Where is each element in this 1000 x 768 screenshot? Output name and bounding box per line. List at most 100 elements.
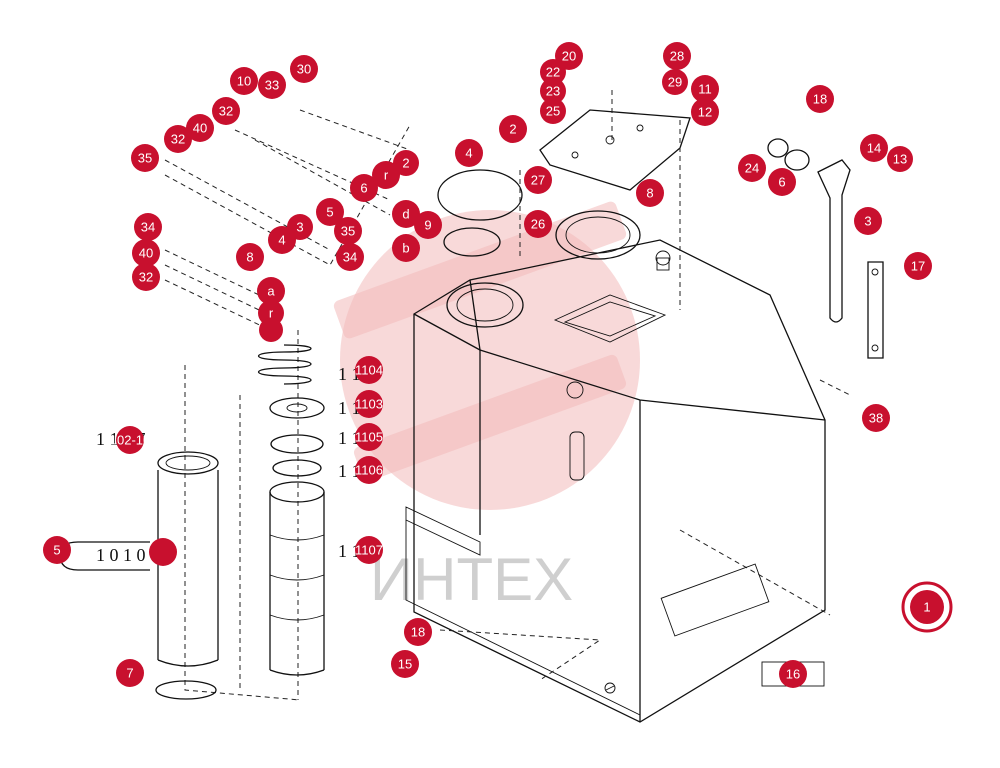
callout-30[interactable]: 30 bbox=[290, 55, 318, 83]
svg-text:34: 34 bbox=[141, 220, 155, 235]
callout-23[interactable]: 23 bbox=[540, 78, 566, 104]
svg-text:8: 8 bbox=[646, 186, 653, 201]
callout-32-top[interactable]: 32 bbox=[212, 97, 240, 125]
callout-29[interactable]: 29 bbox=[662, 69, 688, 95]
callout-2-left[interactable]: 2 bbox=[393, 150, 419, 176]
svg-text:10: 10 bbox=[237, 74, 251, 89]
callout-16[interactable]: 16 bbox=[779, 660, 807, 688]
callout-13[interactable]: 13 bbox=[887, 146, 913, 172]
svg-text:1: 1 bbox=[923, 600, 930, 615]
callout-6-right[interactable]: 6 bbox=[768, 168, 796, 196]
callout-r-top[interactable]: r bbox=[372, 161, 400, 189]
callout-11[interactable]: 11 bbox=[691, 75, 719, 103]
svg-text:102-10: 102-10 bbox=[110, 433, 150, 448]
callout-9[interactable]: 9 bbox=[414, 211, 442, 239]
svg-text:4: 4 bbox=[465, 146, 472, 161]
callout-1102[interactable]: 1103 bbox=[355, 390, 383, 418]
callout-r-low[interactable]: r bbox=[258, 300, 284, 326]
callout-24[interactable]: 24 bbox=[738, 154, 766, 182]
svg-text:22: 22 bbox=[546, 65, 560, 80]
callout-35[interactable]: 35 bbox=[131, 144, 159, 172]
callout-34-a[interactable]: 34 bbox=[134, 213, 162, 241]
svg-text:16: 16 bbox=[786, 667, 800, 682]
callout-27[interactable]: 27 bbox=[524, 166, 552, 194]
svg-text:6: 6 bbox=[360, 181, 367, 196]
callout-8-plate[interactable]: 8 bbox=[636, 179, 664, 207]
callout-1107[interactable]: 102-10 bbox=[110, 426, 150, 454]
svg-text:20: 20 bbox=[562, 49, 576, 64]
callout-1103[interactable]: 1104 bbox=[355, 356, 383, 384]
callout-b[interactable]: b bbox=[392, 234, 420, 262]
callout-32-mid[interactable]: 32 bbox=[164, 125, 192, 153]
svg-text:40: 40 bbox=[193, 121, 207, 136]
svg-text:32: 32 bbox=[219, 104, 233, 119]
cover-gasket-4 bbox=[437, 169, 523, 221]
callout-33[interactable]: 33 bbox=[258, 71, 286, 99]
svg-text:6: 6 bbox=[778, 175, 785, 190]
callout-partial bbox=[259, 318, 283, 342]
callout-28[interactable]: 28 bbox=[663, 42, 691, 70]
callout-15[interactable]: 15 bbox=[391, 650, 419, 678]
svg-text:9: 9 bbox=[424, 218, 431, 233]
callout-31[interactable]: 35 bbox=[334, 217, 362, 245]
callout-1-main[interactable]: 1 bbox=[901, 581, 953, 633]
callout-12[interactable]: 12 bbox=[691, 98, 719, 126]
callout-1106[interactable]: 1107 bbox=[355, 536, 383, 564]
callout-22[interactable]: 22 bbox=[540, 59, 566, 85]
svg-text:2: 2 bbox=[509, 122, 516, 137]
filter-assembly bbox=[258, 344, 325, 676]
callout-3-right[interactable]: 3 bbox=[854, 207, 882, 235]
svg-text:28: 28 bbox=[670, 49, 684, 64]
svg-text:1106: 1106 bbox=[355, 463, 383, 478]
callout-10[interactable]: 10 bbox=[230, 67, 258, 95]
svg-text:17: 17 bbox=[911, 259, 925, 274]
svg-text:2: 2 bbox=[402, 156, 409, 171]
callout-2-plate[interactable]: 2 bbox=[499, 115, 527, 143]
svg-text:11: 11 bbox=[698, 82, 712, 97]
svg-text:33: 33 bbox=[265, 78, 279, 93]
suction-pipe bbox=[767, 138, 851, 323]
callout-4-cover[interactable]: 4 bbox=[455, 139, 483, 167]
callout-1105[interactable]: 1106 bbox=[355, 456, 383, 484]
level-gauge bbox=[867, 261, 884, 359]
callout-102-10[interactable] bbox=[149, 538, 177, 566]
svg-text:40: 40 bbox=[139, 246, 153, 261]
svg-text:23: 23 bbox=[546, 84, 560, 99]
callout-6-left[interactable]: 6 bbox=[350, 174, 378, 202]
callout-26[interactable]: 26 bbox=[524, 210, 552, 238]
callout-1104[interactable]: 1105 bbox=[355, 423, 383, 451]
callout-5-strainer[interactable]: 5 bbox=[43, 536, 71, 564]
svg-text:r: r bbox=[384, 168, 389, 183]
callout-25[interactable]: 25 bbox=[540, 98, 566, 124]
flange-plate bbox=[660, 563, 770, 637]
svg-text:1104: 1104 bbox=[355, 363, 383, 378]
callout-17[interactable]: 17 bbox=[904, 252, 932, 280]
svg-text:1107: 1107 bbox=[355, 543, 383, 558]
callout-18[interactable]: 18 bbox=[404, 618, 432, 646]
top-cover-plate bbox=[539, 109, 691, 191]
callout-32-b[interactable]: 32 bbox=[132, 263, 160, 291]
svg-text:4: 4 bbox=[278, 233, 285, 248]
callout-34-right[interactable]: 34 bbox=[336, 243, 364, 271]
callout-40-b[interactable]: 40 bbox=[132, 239, 160, 267]
callout-20[interactable]: 18 bbox=[806, 85, 834, 113]
callout-40-top[interactable]: 40 bbox=[186, 114, 214, 142]
svg-text:34: 34 bbox=[343, 250, 357, 265]
svg-text:d: d bbox=[402, 207, 409, 222]
callout-d[interactable]: d bbox=[392, 200, 420, 228]
svg-text:38: 38 bbox=[869, 411, 883, 426]
callout-38[interactable]: 38 bbox=[862, 404, 890, 432]
watermark-logo bbox=[333, 201, 640, 510]
callout-14[interactable]: 14 bbox=[860, 134, 888, 162]
svg-text:35: 35 bbox=[341, 224, 355, 239]
svg-text:27: 27 bbox=[531, 173, 545, 188]
callout-3-left[interactable]: 3 bbox=[287, 214, 313, 240]
callout-8-left[interactable]: 8 bbox=[236, 243, 264, 271]
svg-text:15: 15 bbox=[398, 657, 412, 672]
callout-a[interactable]: a bbox=[257, 277, 285, 305]
svg-text:30: 30 bbox=[297, 62, 311, 77]
callout-5-left[interactable]: 5 bbox=[316, 198, 344, 226]
svg-text:35: 35 bbox=[138, 151, 152, 166]
callout-7[interactable]: 7 bbox=[116, 659, 144, 687]
